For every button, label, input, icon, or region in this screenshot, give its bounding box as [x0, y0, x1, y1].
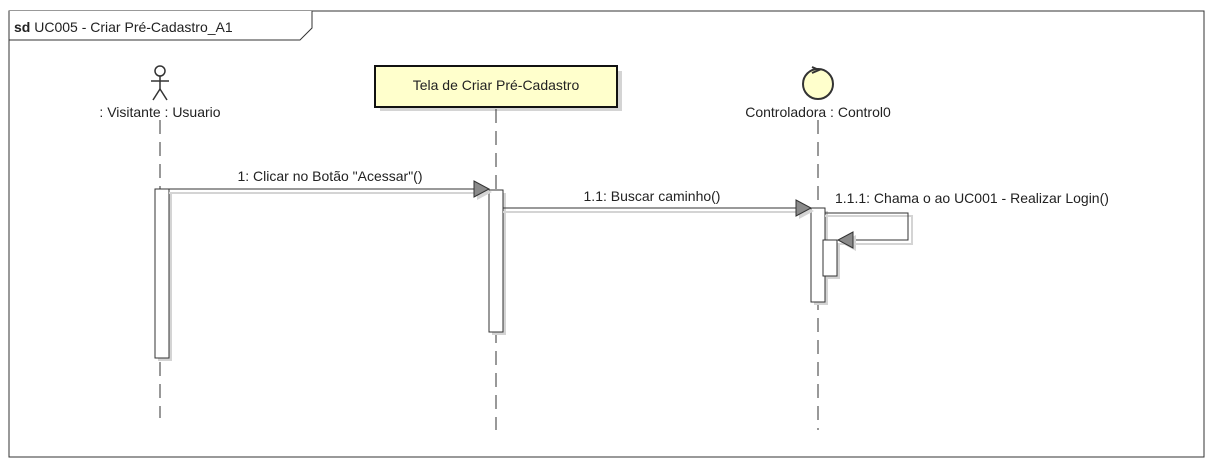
lifeline-tela[interactable]: Tela de Criar Pré-Cadastro [374, 65, 622, 430]
message-3-self-call[interactable]: 1.1.1: Chama o ao UC001 - Realizar Login… [825, 190, 1109, 251]
activation-bar [154, 188, 170, 359]
control-icon [802, 66, 834, 100]
lifeline-label: Controladora : Control0 [745, 104, 891, 120]
lifeline-controladora[interactable]: Controladora : Control0 [745, 66, 891, 430]
arrowhead [473, 180, 491, 198]
message-label: 1: Clicar no Botão "Acessar"() [237, 168, 422, 184]
lifeline-visitante[interactable]: : Visitante : Usuario [99, 65, 221, 418]
arrowhead [795, 199, 813, 217]
boundary-box [374, 65, 618, 108]
message-label: 1.1.1: Chama o ao UC001 - Realizar Login… [835, 190, 1109, 206]
arrowhead [836, 231, 854, 249]
frame-title: sd UC005 - Criar Pré-Cadastro_A1 [14, 19, 233, 35]
lifeline-label: : Visitante : Usuario [99, 104, 220, 120]
message-label: 1.1: Buscar caminho() [584, 188, 721, 204]
frame-name-tab [8, 11, 313, 41]
message-line [825, 212, 909, 241]
lifeline-label: Tela de Criar Pré-Cadastro [413, 77, 580, 93]
nested-activation-bar [822, 239, 838, 277]
message-shadow [825, 215, 913, 245]
activation-bar [488, 189, 504, 333]
message-2[interactable]: 1.1: Buscar caminho() [503, 188, 814, 219]
actor-icon [151, 65, 169, 101]
message-1[interactable]: 1: Clicar no Botão "Acessar"() [169, 168, 492, 200]
